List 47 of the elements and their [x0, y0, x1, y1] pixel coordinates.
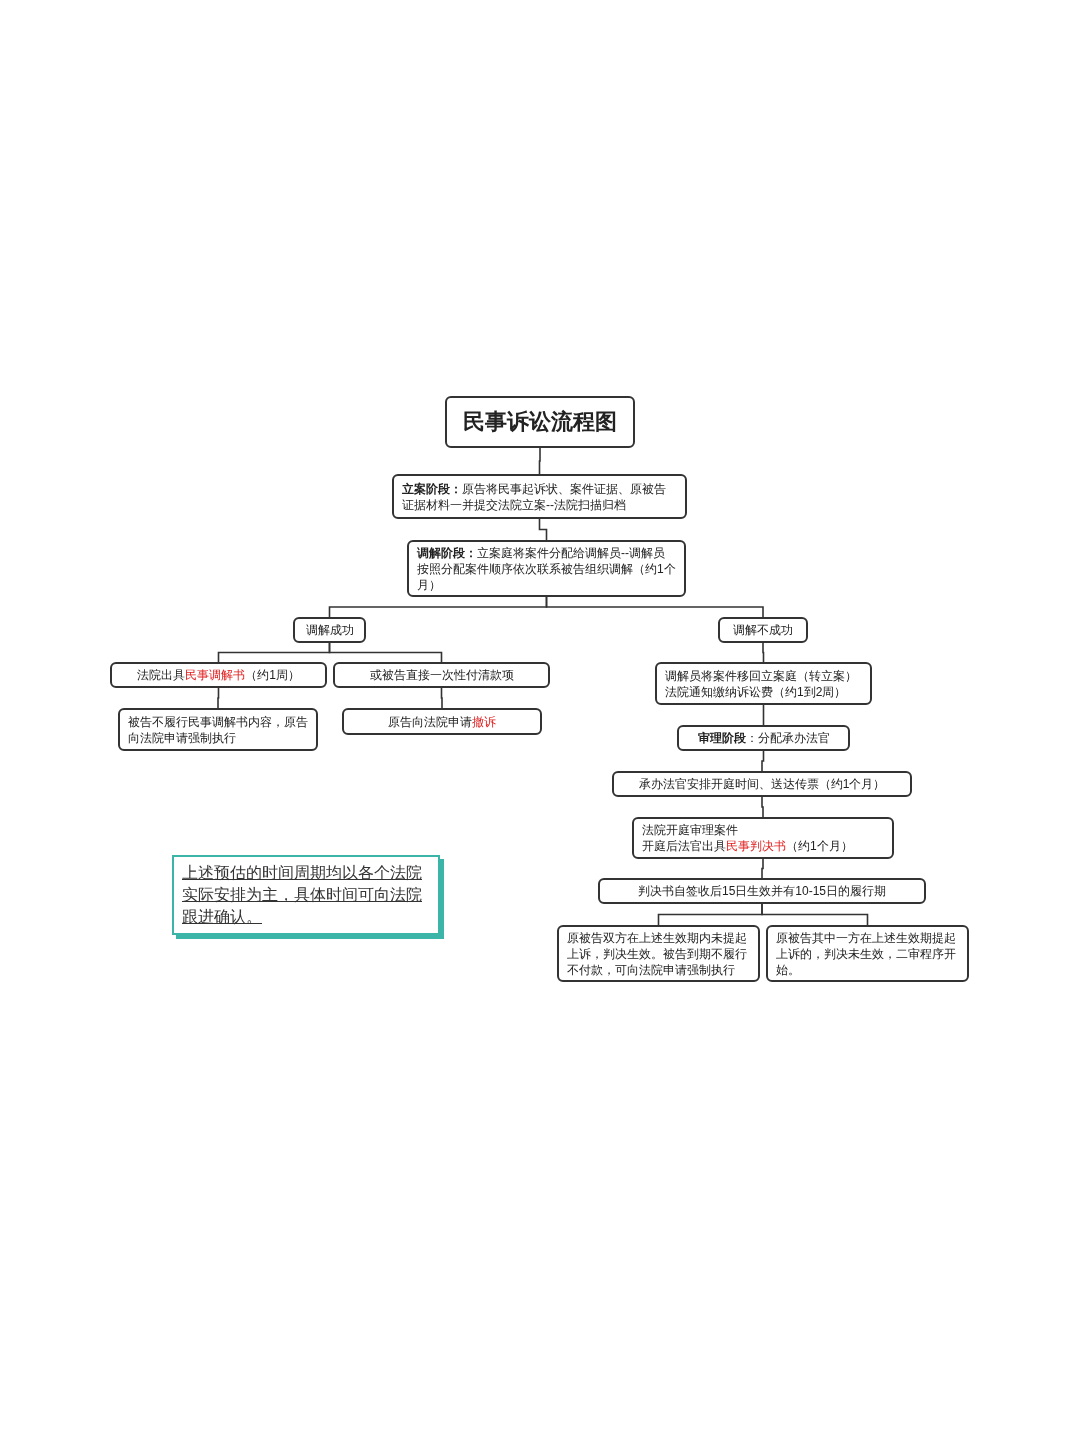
node-text: 立案阶段：原告将民事起诉状、案件证据、原被告证据材料一并提交法院立案--法院扫描归档 — [402, 480, 667, 513]
node-text: 调解员将案件移回立案庭（转立案） — [665, 667, 858, 684]
node-text: 调解阶段：立案庭将案件分配给调解员--调解员按照分配案件顺序依次联系被告组织调解（约1个月） — [417, 544, 676, 593]
node-text: 调解成功 — [305, 622, 354, 638]
note-text: 上述预估的时间周期均以各个法院实际安排为主，具体时间可向法院跟进确认。 — [182, 863, 423, 927]
node-text: 原告向法院申请撤诉 — [388, 713, 496, 730]
connector-line — [762, 642, 765, 663]
stage-box — [407, 540, 686, 597]
node-text: 被告不履行民事调解书内容，原告向法院申请强制执行 — [128, 713, 308, 746]
stage-box — [392, 474, 687, 519]
process-box — [118, 708, 318, 751]
node-text: 开庭后法官出具民事判决书（约1个月） — [642, 838, 854, 854]
connector-line — [328, 642, 443, 663]
node-text: 法院通知缴纳诉讼费（约1到2周） — [665, 683, 848, 700]
connector-line — [538, 447, 541, 475]
connector-line — [761, 903, 869, 926]
connector-line — [761, 858, 764, 879]
branch-box — [293, 617, 366, 643]
connector-line — [545, 596, 764, 618]
node-text: 法院出具民事调解书（约1周） — [137, 667, 300, 683]
connector-line — [762, 704, 765, 726]
connector-line — [217, 687, 220, 709]
title-text: 民事诉讼流程图 — [463, 408, 617, 436]
branch-box — [718, 617, 808, 643]
connector-line — [440, 687, 443, 709]
node-text: 原被告双方在上述生效期内未提起上诉，判决生效。被告到期不履行不付款，可向法院申请强制执行 — [567, 929, 748, 978]
node-text: 法院开庭审理案件 — [642, 822, 739, 838]
process-box — [598, 878, 926, 904]
process-box — [612, 771, 912, 797]
process-box — [632, 817, 894, 859]
process-box — [110, 662, 327, 688]
stage-box — [677, 725, 850, 751]
outcome-box — [766, 925, 969, 982]
connector-line — [538, 518, 548, 541]
node-text: 原被告其中一方在上述生效期提起上诉的，判决未生效，二审程序开始。 — [776, 929, 957, 978]
process-box — [333, 662, 550, 688]
node-text: 承办法官安排开庭时间、送达传票（约1个月） — [638, 776, 886, 792]
outcome-box — [557, 925, 760, 982]
node-text: 调解不成功 — [733, 622, 793, 638]
node-text: 审理阶段：分配承办法官 — [697, 730, 830, 746]
title-box — [445, 396, 635, 448]
node-text: 判决书自签收后15日生效并有10-15日的履行期 — [637, 883, 886, 899]
connector-line — [761, 796, 764, 818]
process-box — [655, 662, 872, 705]
connector-line — [761, 750, 765, 772]
process-box — [342, 708, 542, 735]
node-text: 或被告直接一次性付清款项 — [369, 667, 514, 683]
